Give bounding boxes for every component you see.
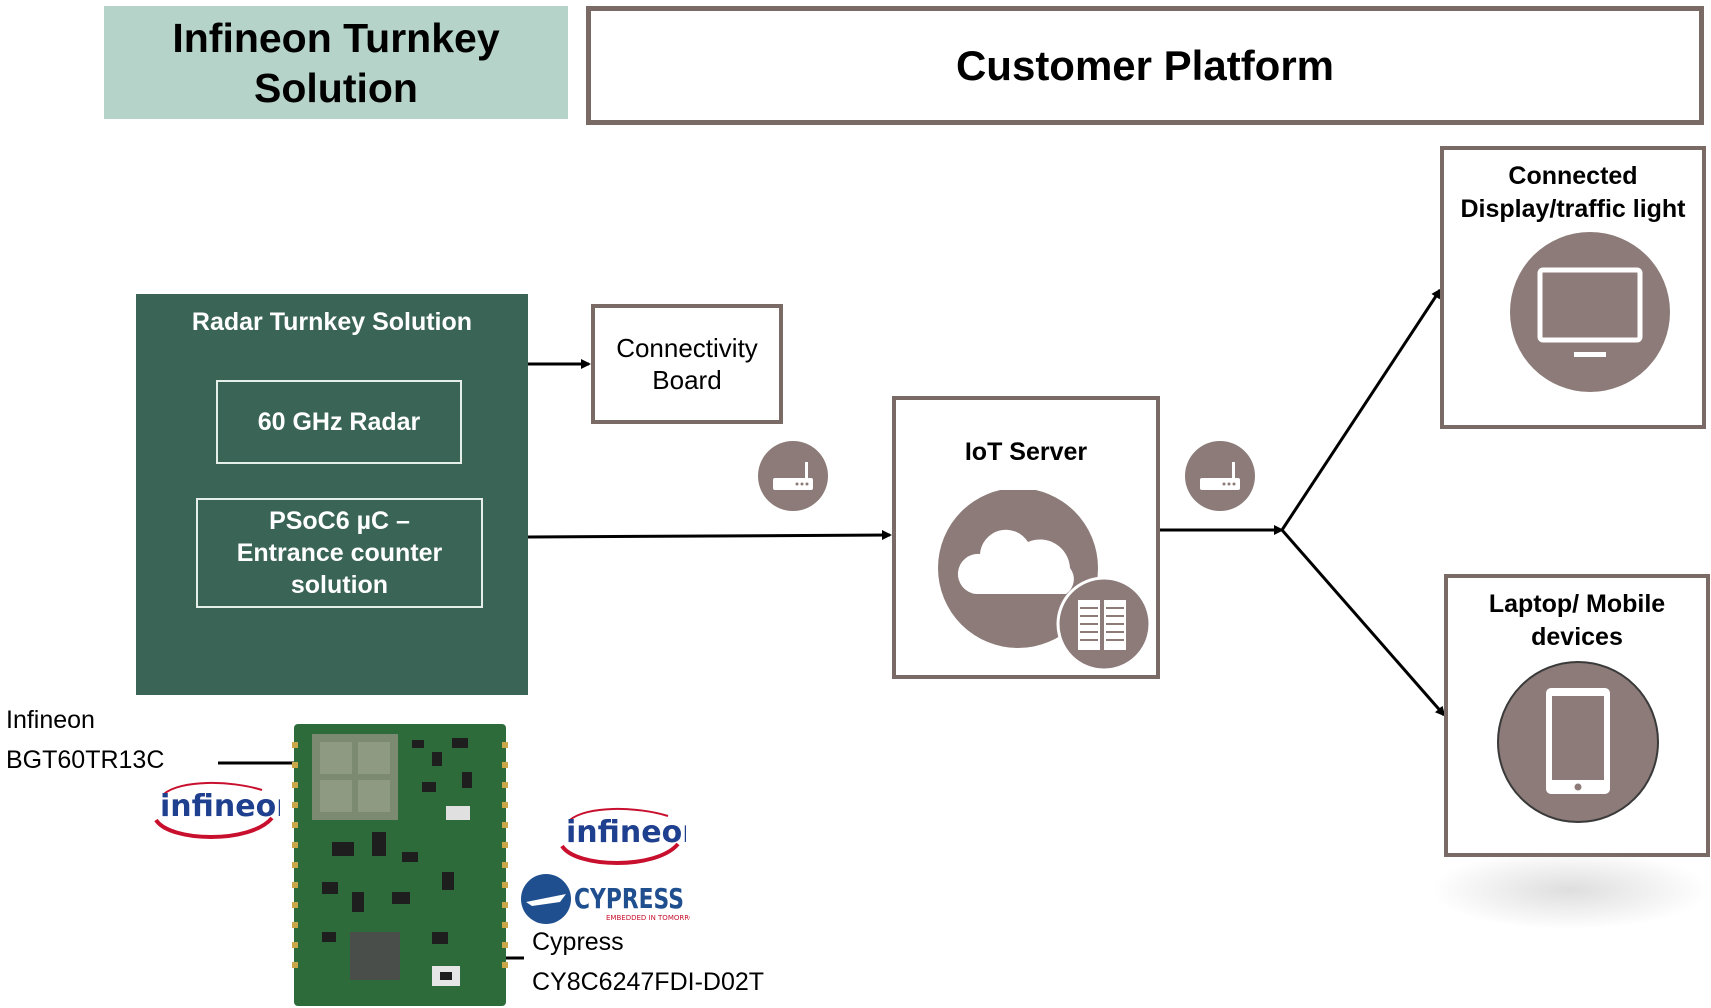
connectivity-board-box: Connectivity Board: [591, 304, 783, 424]
cypress-logo-text: CYPRESS: [574, 882, 684, 915]
radar-60ghz-label: 60 GHz Radar: [257, 407, 421, 436]
cypress-caption: Cypress CY8C6247FDI-D02T: [532, 922, 764, 1002]
cypress-caption-line2: CY8C6247FDI-D02T: [532, 968, 765, 996]
router-icon: [1185, 441, 1255, 511]
header-turnkey-box: Infineon Turnkey Solution: [104, 6, 568, 119]
radar-turnkey-title: Radar Turnkey Solution: [191, 308, 473, 336]
decorative-shadow: [1430, 850, 1710, 930]
header-turnkey-line2: Solution: [254, 64, 418, 111]
display-line2: Display/traffic light: [1460, 195, 1686, 223]
bgt-caption: Infineon BGT60TR13C: [6, 700, 164, 780]
bgt-caption-line2: BGT60TR13C: [6, 746, 165, 774]
arrow-radar-to-iot: [527, 530, 892, 541]
connectivity-line2: Board: [652, 365, 722, 395]
connectivity-line1: Connectivity: [616, 333, 758, 363]
radar-60ghz-box: 60 GHz Radar: [216, 380, 462, 464]
mobile-line2: devices: [1531, 623, 1623, 651]
monitor-icon: [1510, 232, 1670, 392]
header-customer-box: Customer Platform: [586, 6, 1704, 125]
psoc-line2: Entrance counter: [236, 539, 443, 567]
psoc-line3: solution: [290, 571, 389, 599]
radar-module-pcb-image: [292, 724, 508, 1006]
psoc-box: PSoC6 µC – Entrance counter solution: [196, 498, 483, 608]
cypress-logo-tagline: EMBEDDED IN TOMORROW: [606, 914, 690, 922]
router-icon: [758, 441, 828, 511]
infineon-logo-text: infineon: [160, 789, 280, 824]
mobile-line1: Laptop/ Mobile: [1488, 590, 1666, 618]
infineon-logo: infineon: [560, 807, 686, 865]
arrow-fork-to-display: [1280, 288, 1442, 531]
radar-turnkey-block: Radar Turnkey Solution 60 GHz Radar PSoC…: [136, 294, 528, 695]
connected-display-box: Connected Display/traffic light: [1440, 146, 1706, 429]
iot-server-box: IoT Server: [892, 396, 1160, 679]
header-turnkey-line1: Infineon Turnkey: [172, 14, 500, 61]
bgt-caption-line1: Infineon: [6, 706, 95, 734]
laptop-mobile-box: Laptop/ Mobile devices: [1444, 574, 1710, 857]
cloud-icon: [938, 490, 1098, 648]
psoc-line1: PSoC6 µC –: [269, 507, 410, 535]
server-icon: [1056, 576, 1152, 672]
cypress-caption-line1: Cypress: [532, 928, 624, 956]
tablet-icon: [1497, 661, 1659, 823]
arrow-fork-to-mobile: [1280, 529, 1446, 717]
laptop-mobile-label: Laptop/ Mobile devices: [1448, 588, 1706, 654]
iot-server-label: IoT Server: [964, 438, 1088, 466]
infineon-logo-text: infineon: [566, 815, 686, 850]
header-customer-label: Customer Platform: [955, 41, 1335, 89]
connected-display-label: Connected Display/traffic light: [1444, 160, 1702, 226]
infineon-logo: infineon: [154, 781, 280, 839]
cypress-logo: CYPRESS EMBEDDED IN TOMORROW: [521, 874, 690, 924]
display-line1: Connected: [1508, 162, 1638, 190]
